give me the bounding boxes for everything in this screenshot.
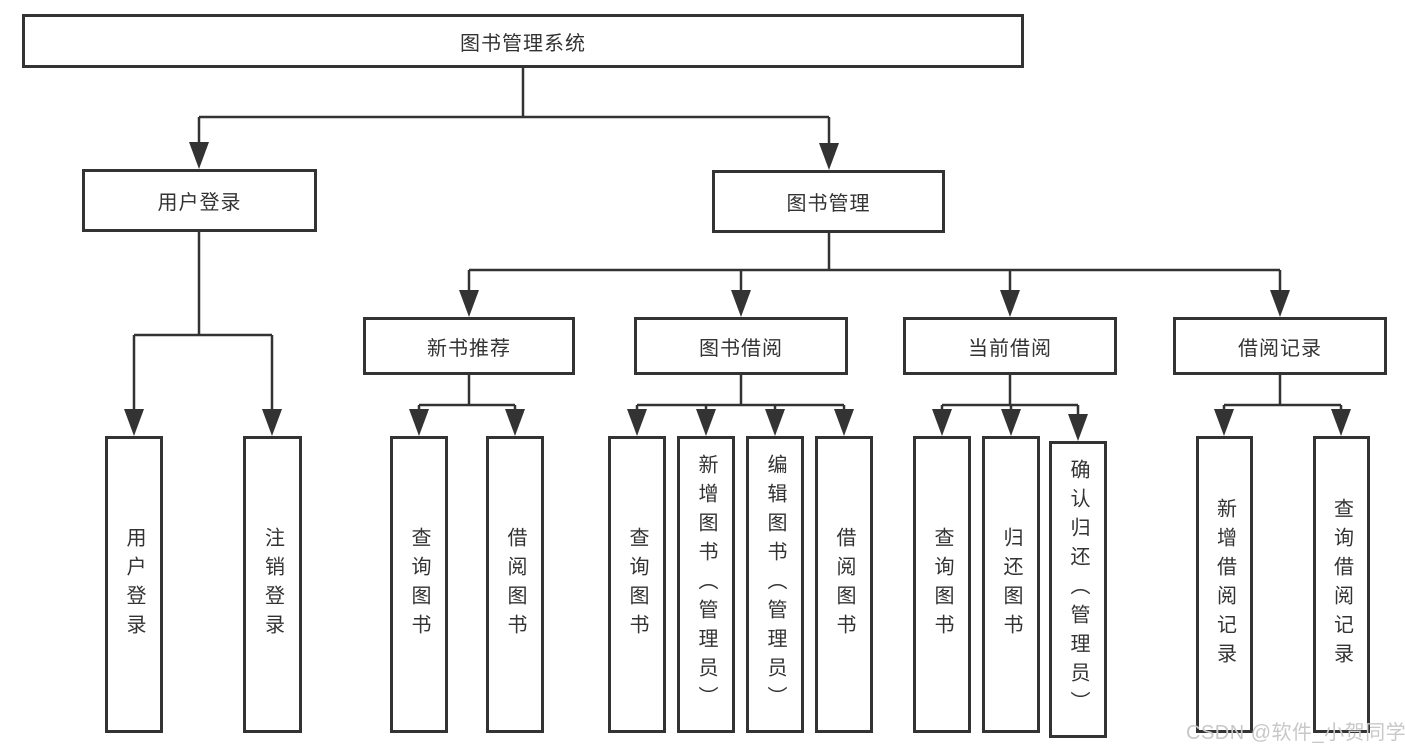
- node-library-system: 图书管理系统: [22, 14, 1024, 68]
- node-logout: 注销登录: [243, 436, 302, 733]
- node-user-login-leaf: 用户登录: [105, 436, 163, 733]
- node-book-borrowing: 图书借阅: [634, 317, 848, 375]
- node-borrowing-records: 借阅记录: [1173, 317, 1387, 375]
- node-new-book-recommend: 新书推荐: [363, 317, 575, 375]
- node-bb-edit-books-admin: 编辑图书（管理员）: [746, 436, 804, 733]
- node-cb-return-books: 归还图书: [982, 436, 1040, 733]
- node-current-borrowing: 当前借阅: [903, 317, 1117, 375]
- node-bb-add-books-admin: 新增图书（管理员）: [677, 436, 735, 733]
- node-nbr-borrow-books: 借阅图书: [486, 436, 544, 733]
- node-cb-query-books: 查询图书: [913, 436, 971, 733]
- node-nbr-query-books: 查询图书: [390, 436, 448, 733]
- node-bb-query-books: 查询图书: [608, 436, 666, 733]
- node-br-query-record: 查询借阅记录: [1313, 436, 1370, 733]
- node-user-login: 用户登录: [82, 169, 317, 232]
- node-cb-confirm-return-admin: 确认归还（管理员）: [1049, 441, 1107, 738]
- node-bb-borrow-books: 借阅图书: [815, 436, 873, 733]
- arrowheads: [124, 142, 1351, 441]
- node-br-add-record: 新增借阅记录: [1196, 436, 1253, 733]
- node-book-management: 图书管理: [712, 170, 945, 233]
- csdn-watermark: CSDN @软件_小贺同学: [1186, 722, 1405, 744]
